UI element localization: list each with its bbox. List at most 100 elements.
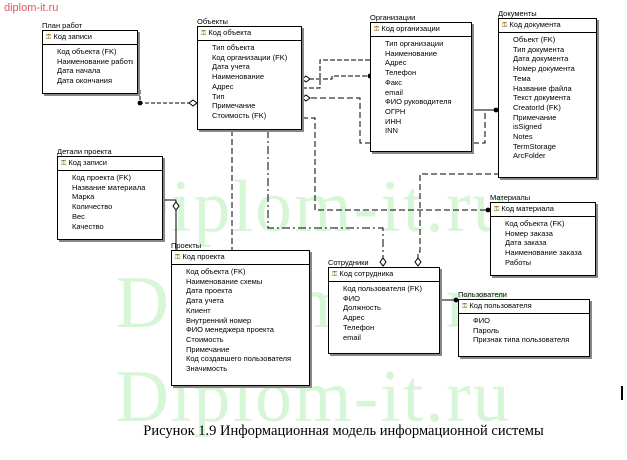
entity-field: email: [343, 332, 361, 342]
entity-field: Код пользователя (FK): [343, 284, 422, 293]
entity-field: email: [385, 87, 403, 97]
entity-key: ⚿Код пользователя: [459, 300, 589, 314]
entity-field: Примечание: [513, 112, 557, 122]
entity-title: План работ: [42, 21, 83, 30]
entity-key: ⚿Код записи: [58, 157, 162, 171]
entity-field: Код объекта (FK): [57, 47, 117, 56]
entity-field: Дата документа: [513, 54, 569, 64]
link-objects-materials: [302, 117, 490, 211]
entity-field: Должность: [343, 303, 381, 313]
entity-field: Количество: [72, 202, 113, 212]
entity-field: Код создавшего пользователя: [186, 354, 292, 364]
entity-field: isSigned: [513, 122, 542, 132]
entity-field: ФИО: [343, 293, 360, 303]
key-icon: ⚿: [494, 206, 500, 213]
entity-field: Дата начала: [57, 66, 101, 76]
entity-field: Текст документа: [513, 93, 571, 103]
entity-field: Дата учета: [212, 62, 250, 72]
entity-key: ⚿Код сотрудника: [329, 268, 439, 282]
entity-field: ИНН: [385, 116, 402, 126]
entity-key: ⚿Код документа: [499, 19, 596, 33]
entity-field: Наименование схемы: [186, 276, 263, 286]
entity-field: Тип организации: [385, 39, 444, 48]
text-cursor: [621, 386, 623, 400]
link-objects-staff: [267, 130, 384, 266]
entity-docs: Документы ⚿Код документа Объект (FK)Тип …: [498, 9, 597, 178]
entity-field: Телефон: [343, 322, 375, 332]
entity-field: Наименование работы: [57, 56, 133, 66]
entity-field: Объект (FK): [513, 35, 556, 44]
entity-title: Проекты: [171, 241, 202, 250]
entity-details: Детали проекта ⚿Код записи Код проекта (…: [57, 147, 163, 240]
entity-field: Код проекта (FK): [72, 173, 131, 182]
entity-field: Наименование: [212, 72, 264, 82]
entity-field: Вес: [72, 211, 85, 221]
entity-key: ⚿Код записи: [43, 31, 137, 45]
entity-field: Адрес: [212, 81, 234, 91]
entity-field: Дата проекта: [186, 286, 233, 296]
key-icon: ⚿: [462, 303, 468, 310]
entity-field: Дата заказа: [505, 238, 547, 248]
entity-field: Признак типа пользователя: [473, 335, 570, 345]
entity-title: Пользователи: [458, 290, 507, 299]
entity-field: Адрес: [343, 313, 365, 323]
watermark-corner: diplom-it.ru: [4, 2, 59, 14]
entity-plan: План работ ⚿Код записи Код объекта (FK)Н…: [42, 21, 138, 94]
link-objects-orgs-2: [302, 59, 370, 89]
entity-field: ArcFolder: [513, 151, 546, 161]
entity-field: Код объекта (FK): [505, 219, 565, 228]
entity-field: Тип объекта: [212, 43, 255, 52]
entity-title: Организации: [370, 13, 416, 22]
entity-field: Название файла: [513, 83, 572, 93]
entity-field: Значимость: [186, 364, 228, 374]
entity-field: Тип документа: [513, 44, 565, 54]
entity-key: ⚿Код объекта: [198, 27, 301, 41]
entity-field: ОГРН: [385, 106, 406, 116]
entity-field: Внутренний номер: [186, 315, 252, 325]
key-icon: ⚿: [201, 30, 207, 37]
entity-field: Стоимость: [186, 334, 224, 344]
entity-key: ⚿Код проекта: [172, 251, 309, 265]
entity-field: Тема: [513, 73, 531, 83]
link-objects-orgs: [302, 75, 370, 80]
entity-title: Сотрудники: [328, 258, 369, 267]
watermark-large: Diplom-it.ru: [115, 166, 512, 248]
entity-field: Номер документа: [513, 64, 575, 74]
entity-field: Наименование: [385, 48, 437, 58]
entity-title: Объекты: [197, 17, 228, 26]
entity-key: ⚿Код организации: [371, 23, 471, 37]
entity-field: CreatorId (FK): [513, 102, 561, 112]
entity-key: ⚿Код материала: [491, 203, 595, 217]
entity-field: Код объекта (FK): [186, 267, 246, 276]
link-docs-staff: [417, 173, 500, 266]
entity-field: Notes: [513, 132, 533, 142]
entity-materials: Материалы ⚿Код материала Код объекта (FK…: [490, 193, 596, 276]
key-icon: ⚿: [61, 160, 67, 167]
entity-field: Марка: [72, 192, 95, 202]
entity-field: Примечание: [212, 101, 256, 111]
entity-field: Дата окончания: [57, 76, 113, 86]
entity-field: Пароль: [473, 325, 500, 335]
entity-field: Дата учета: [186, 296, 224, 306]
entity-field: Номер заказа: [505, 228, 553, 238]
entity-field: ФИО руководителя: [385, 97, 452, 107]
entity-field: Телефон: [385, 68, 417, 78]
link-objects-plan: [139, 89, 197, 104]
entity-field: Клиент: [186, 305, 211, 315]
entity-field: Код организации (FK): [212, 52, 288, 62]
figure-caption: Рисунок 1.9 Информационная модель информ…: [143, 423, 544, 439]
entity-projects: Проекты ⚿Код проекта Код объекта (FK)Наи…: [171, 241, 310, 386]
link-projects-details: [163, 199, 177, 258]
entity-orgs: Организации ⚿Код организации Тип организ…: [370, 13, 472, 152]
entity-field: ФИО: [473, 316, 490, 325]
